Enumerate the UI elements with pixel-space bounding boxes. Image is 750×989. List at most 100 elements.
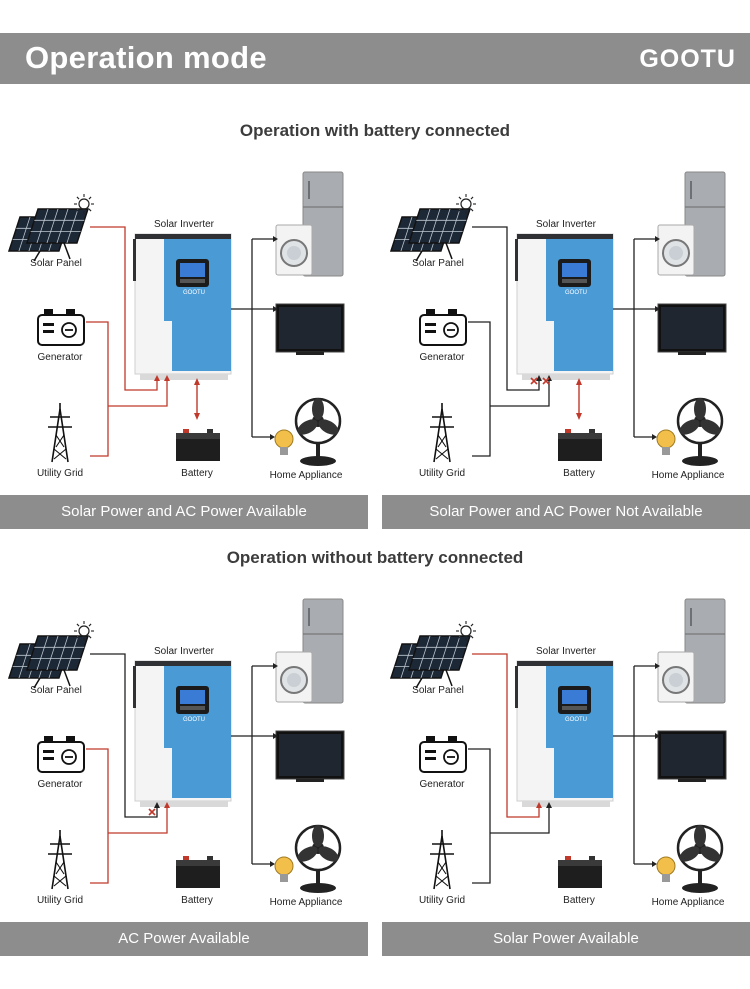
grid-line <box>90 406 109 457</box>
brand-logo: GOOTU <box>639 45 736 73</box>
utility-grid-icon <box>430 830 454 890</box>
input-wiring <box>86 226 170 457</box>
refrigerator-icon <box>302 598 344 704</box>
ac-input-line <box>490 378 550 407</box>
diagram-artwork: GOOTU <box>7 598 345 893</box>
ac-input-line <box>108 378 168 407</box>
solar-panel-label: Solar Panel <box>412 685 464 696</box>
diagram-artwork: GOOTU <box>389 598 727 893</box>
fan-icon <box>676 397 724 466</box>
solar-line <box>90 653 158 818</box>
solar-inverter-icon: GOOTU <box>515 233 614 380</box>
inverter-logo: GOOTU <box>565 290 587 296</box>
utility-grid-icon <box>430 403 454 463</box>
television-icon <box>275 303 345 355</box>
generator-line <box>468 748 491 833</box>
disconnect-mark <box>542 377 550 385</box>
washing-machine-icon <box>275 224 313 276</box>
fan-icon <box>676 824 724 893</box>
fan-icon <box>294 824 342 893</box>
grid-line <box>472 833 491 884</box>
input-wiring <box>468 226 552 457</box>
battery-label: Battery <box>563 468 595 479</box>
utility-grid-label: Utility Grid <box>36 895 84 906</box>
utility-grid-label: Utility Grid <box>418 895 466 906</box>
refrigerator-icon <box>302 171 344 277</box>
battery-link <box>194 378 200 420</box>
generator-icon <box>419 736 467 773</box>
output-wiring <box>231 236 278 440</box>
grid-line <box>472 406 491 457</box>
solar-inverter-icon: GOOTU <box>133 660 232 807</box>
refrigerator-icon <box>684 171 726 277</box>
battery-label: Battery <box>181 895 213 906</box>
panel-caption: Solar Power Available <box>382 922 750 956</box>
battery-label: Battery <box>181 468 213 479</box>
solar-line <box>472 226 540 391</box>
solar-inverter-icon: GOOTU <box>133 233 232 380</box>
generator-icon <box>37 309 85 346</box>
panel-caption: AC Power Available <box>0 922 368 956</box>
home-appliance-label: Home Appliance <box>269 470 343 481</box>
output-wiring <box>613 236 660 440</box>
panel-caption: Solar Power and AC Power Available <box>0 495 368 529</box>
refrigerator-icon <box>684 598 726 704</box>
washing-machine-icon <box>657 224 695 276</box>
inverter-logo: GOOTU <box>183 717 205 723</box>
sun-icon <box>456 621 476 641</box>
header-bar: Operation mode GOOTU <box>0 33 750 84</box>
output-wiring <box>231 663 278 867</box>
sun-icon <box>456 194 476 214</box>
home-appliance-label: Home Appliance <box>651 897 725 908</box>
solar-inverter-label: Solar Inverter <box>153 219 215 230</box>
light-bulb-icon <box>656 856 676 882</box>
utility-grid-label: Utility Grid <box>418 468 466 479</box>
section-title-with-battery: Operation with battery connected <box>239 121 511 140</box>
inverter-logo: GOOTU <box>183 290 205 296</box>
generator-line <box>86 321 109 406</box>
utility-grid-label: Utility Grid <box>36 468 84 479</box>
washing-machine-icon <box>275 651 313 703</box>
battery-icon <box>558 429 602 461</box>
solar-line <box>90 226 158 391</box>
battery-icon <box>176 429 220 461</box>
battery-icon <box>558 856 602 888</box>
solar-panel-icon <box>7 635 89 689</box>
generator-label: Generator <box>37 779 83 790</box>
generator-icon <box>419 309 467 346</box>
solar-line <box>472 653 540 818</box>
light-bulb-icon <box>274 856 294 882</box>
washing-machine-icon <box>657 651 695 703</box>
output-wiring <box>613 663 660 867</box>
generator-line <box>86 748 109 833</box>
disconnect-mark <box>148 808 156 816</box>
solar-panel-label: Solar Panel <box>30 258 82 269</box>
input-wiring <box>86 653 170 884</box>
sun-icon <box>74 621 94 641</box>
solar-panel-icon <box>7 208 89 262</box>
generator-label: Generator <box>419 352 465 363</box>
light-bulb-icon <box>656 429 676 455</box>
home-appliance-label: Home Appliance <box>269 897 343 908</box>
battery-link <box>576 378 582 420</box>
sun-icon <box>74 194 94 214</box>
diagram-panel-none-available: GOOTU Solar Power and AC Power Not Avail… <box>382 159 750 529</box>
diagram-artwork: GOOTU <box>389 171 727 466</box>
solar-inverter-label: Solar Inverter <box>535 219 597 230</box>
light-bulb-icon <box>274 429 294 455</box>
diagram-artwork: GOOTU <box>7 171 345 466</box>
home-appliance-label: Home Appliance <box>651 470 725 481</box>
solar-panel-label: Solar Panel <box>412 258 464 269</box>
generator-label: Generator <box>37 352 83 363</box>
solar-inverter-icon: GOOTU <box>515 660 614 807</box>
battery-icon <box>176 856 220 888</box>
generator-line <box>468 321 491 406</box>
generator-label: Generator <box>419 779 465 790</box>
utility-grid-icon <box>48 830 72 890</box>
solar-inverter-label: Solar Inverter <box>535 646 597 657</box>
solar-panel-label: Solar Panel <box>30 685 82 696</box>
utility-grid-icon <box>48 403 72 463</box>
television-icon <box>275 730 345 782</box>
panel-caption: Solar Power and AC Power Not Available <box>382 495 750 529</box>
